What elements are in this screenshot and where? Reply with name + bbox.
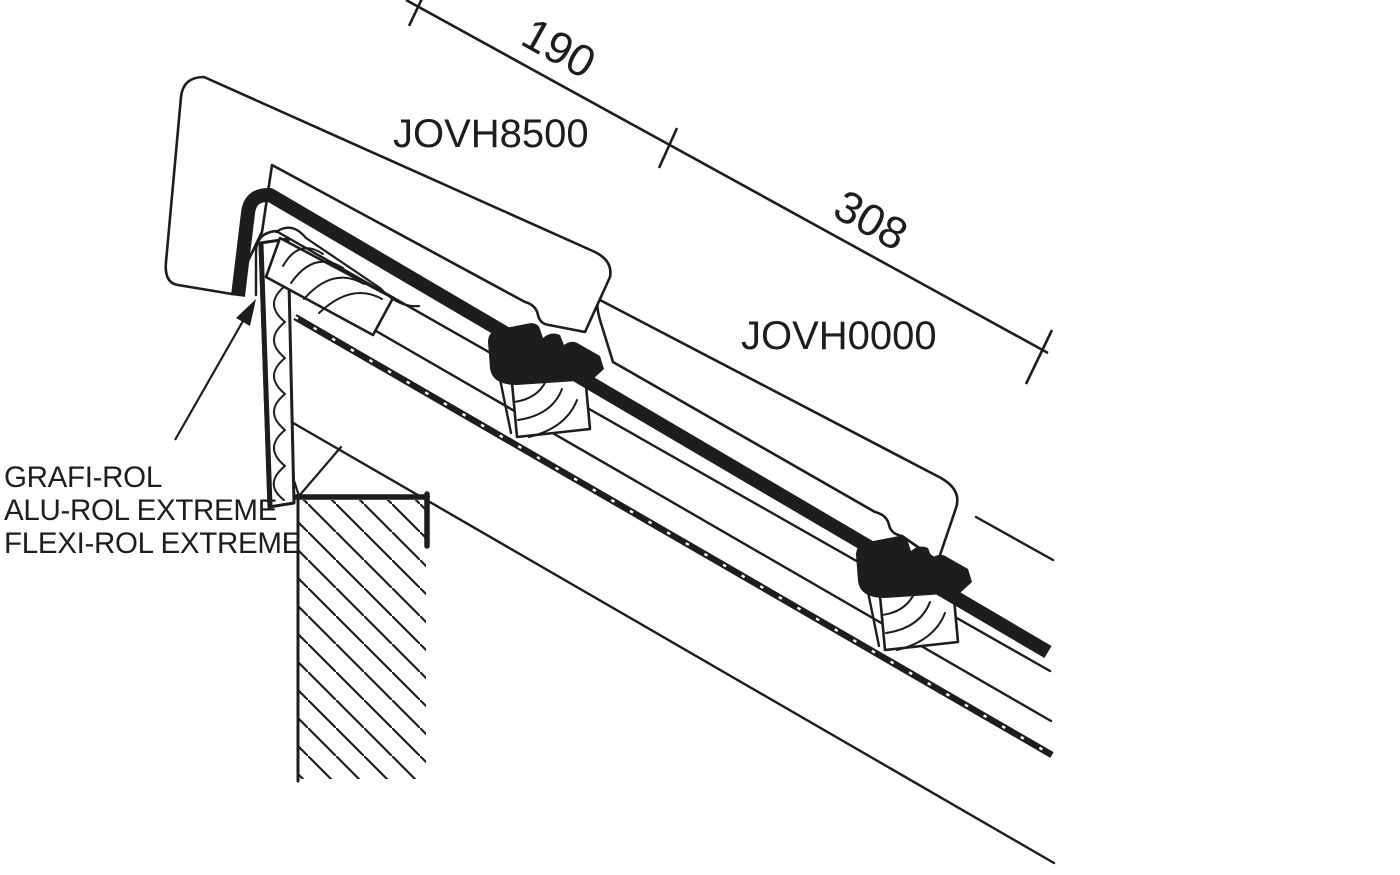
eave-batten-grain [282,247,383,314]
rafter-bottom-line [267,407,1056,865]
dimension-tick-end [1024,329,1054,385]
fascia-wood-grain [272,249,286,501]
perforated-underlay-line [293,314,1054,758]
fascia-front-edge [258,241,273,509]
next-tile-course-line [974,515,1055,562]
callout-line-3: FLEXI-ROL EXTREME [4,527,301,560]
product-code-jovh8500: JOVH8500 [393,112,589,156]
tile-clip-1 [488,323,604,385]
sheathing-line [291,281,1053,723]
dimension-tick-middle [657,127,679,169]
roof-tile-lower [596,297,959,563]
membrane-roll-band [231,187,1052,659]
product-callout: GRAFI-ROL ALU-ROL EXTREME FLEXI-ROL EXTR… [4,461,301,560]
dimension-tick-start [407,0,423,27]
callout-line-2: ALU-ROL EXTREME [4,494,277,527]
roof-tile-upper [164,75,612,334]
callout-arrow [174,299,256,441]
arrowhead-icon [236,299,256,326]
product-code-jovh0000: JOVH0000 [741,314,937,358]
wall-section [292,491,430,783]
dimension-label-190: 190 [514,7,604,88]
callout-line-1: GRAFI-ROL [4,461,162,494]
dimension-label-308: 308 [826,179,916,260]
eave-batten [264,236,395,337]
wall-hatching [299,500,426,779]
roof-structure [254,226,1056,865]
underlay-over-batten-line [274,226,421,308]
dimension-line [405,0,1049,355]
